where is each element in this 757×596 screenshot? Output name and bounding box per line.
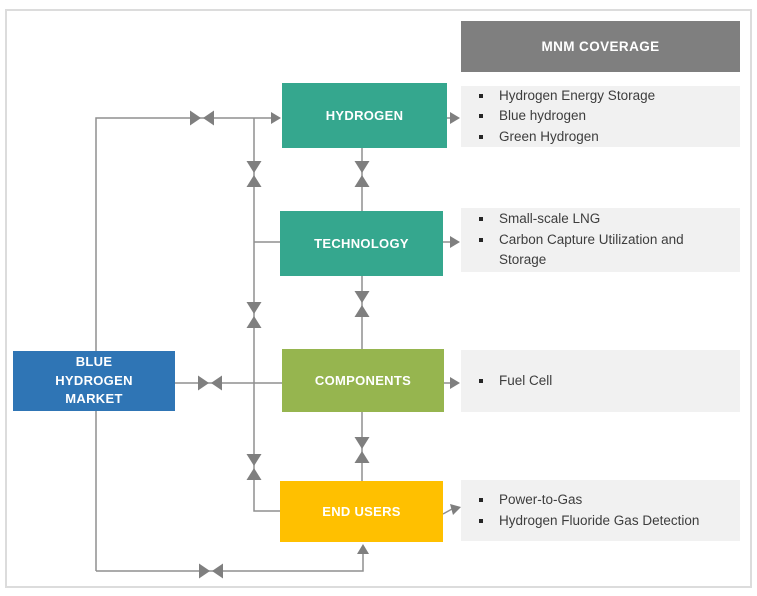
list-item-text: Carbon Capture Utilization and Storage xyxy=(499,231,684,268)
list-item-text: Fuel Cell xyxy=(499,372,553,388)
bidirectional-arrow-icon xyxy=(199,563,223,579)
list-item-text: Blue hydrogen xyxy=(499,108,587,124)
bidirectional-arrow-icon xyxy=(246,302,262,328)
bidirectional-arrow-icon xyxy=(190,110,214,126)
arrowhead-icon xyxy=(450,112,460,124)
list-item: Carbon Capture Utilization and Storage xyxy=(477,230,730,271)
list-item-text: Green Hydrogen xyxy=(499,128,599,144)
components-box-label: COMPONENTS xyxy=(314,373,412,388)
end-users-box: END USERS xyxy=(280,481,443,542)
arrowhead-icon xyxy=(450,377,460,389)
components-box: COMPONENTS xyxy=(282,349,444,412)
list-item: Blue hydrogen xyxy=(477,106,730,127)
list-item: Hydrogen Energy Storage xyxy=(477,86,730,107)
hydrogen-box-label: HYDROGEN xyxy=(325,108,404,123)
hydrogen-coverage-list: Hydrogen Energy Storage Blue hydrogen Gr… xyxy=(461,86,740,147)
connector-line xyxy=(253,118,280,512)
end-users-coverage-list: Power-to-Gas Hydrogen Fluoride Gas Detec… xyxy=(461,480,740,541)
bullet-icon xyxy=(479,237,483,242)
bullet-icon xyxy=(479,498,483,502)
technology-coverage-list: Small-scale LNG Carbon Capture Utilizati… xyxy=(461,208,740,272)
bullet-icon xyxy=(479,114,483,119)
technology-box: TECHNOLOGY xyxy=(280,211,443,276)
bidirectional-arrow-icon xyxy=(354,291,370,317)
arrowhead-icon xyxy=(450,504,461,515)
bidirectional-arrow-icon xyxy=(354,437,370,463)
mnm-coverage-header: MNM COVERAGE xyxy=(461,21,740,72)
connector-line xyxy=(442,508,453,515)
list-item-text: Small-scale LNG xyxy=(499,211,601,227)
bullet-icon xyxy=(479,217,483,222)
list-item: Small-scale LNG xyxy=(477,209,730,230)
connector-line xyxy=(96,553,364,572)
bullet-icon xyxy=(479,378,483,383)
list-item-text: Hydrogen Fluoride Gas Detection xyxy=(499,512,700,528)
list-item: Green Hydrogen xyxy=(477,127,730,148)
arrowhead-icon xyxy=(357,544,369,554)
list-item: Hydrogen Fluoride Gas Detection xyxy=(477,511,730,532)
blue-hydrogen-market-box: BLUE HYDROGEN MARKET xyxy=(13,351,175,411)
bullet-icon xyxy=(479,134,483,139)
bidirectional-arrow-icon xyxy=(246,454,262,480)
connector-line xyxy=(95,117,272,571)
list-item: Fuel Cell xyxy=(477,371,730,392)
bidirectional-arrow-icon xyxy=(198,375,222,391)
bullet-icon xyxy=(479,518,483,523)
technology-box-label: TECHNOLOGY xyxy=(314,236,409,251)
mnm-coverage-title: MNM COVERAGE xyxy=(541,39,660,54)
blue-hydrogen-market-label: BLUE HYDROGEN MARKET xyxy=(55,353,133,407)
end-users-box-label: END USERS xyxy=(322,504,401,519)
arrowhead-icon xyxy=(271,112,281,124)
list-item-text: Hydrogen Energy Storage xyxy=(499,87,656,103)
hydrogen-box: HYDROGEN xyxy=(282,83,447,148)
list-item-text: Power-to-Gas xyxy=(499,492,583,507)
arrowhead-icon xyxy=(450,236,460,248)
bullet-icon xyxy=(479,93,483,98)
list-item: Power-to-Gas xyxy=(477,490,730,511)
bidirectional-arrow-icon xyxy=(246,161,262,187)
bidirectional-arrow-icon xyxy=(354,161,370,187)
components-coverage-list: Fuel Cell xyxy=(461,350,740,412)
